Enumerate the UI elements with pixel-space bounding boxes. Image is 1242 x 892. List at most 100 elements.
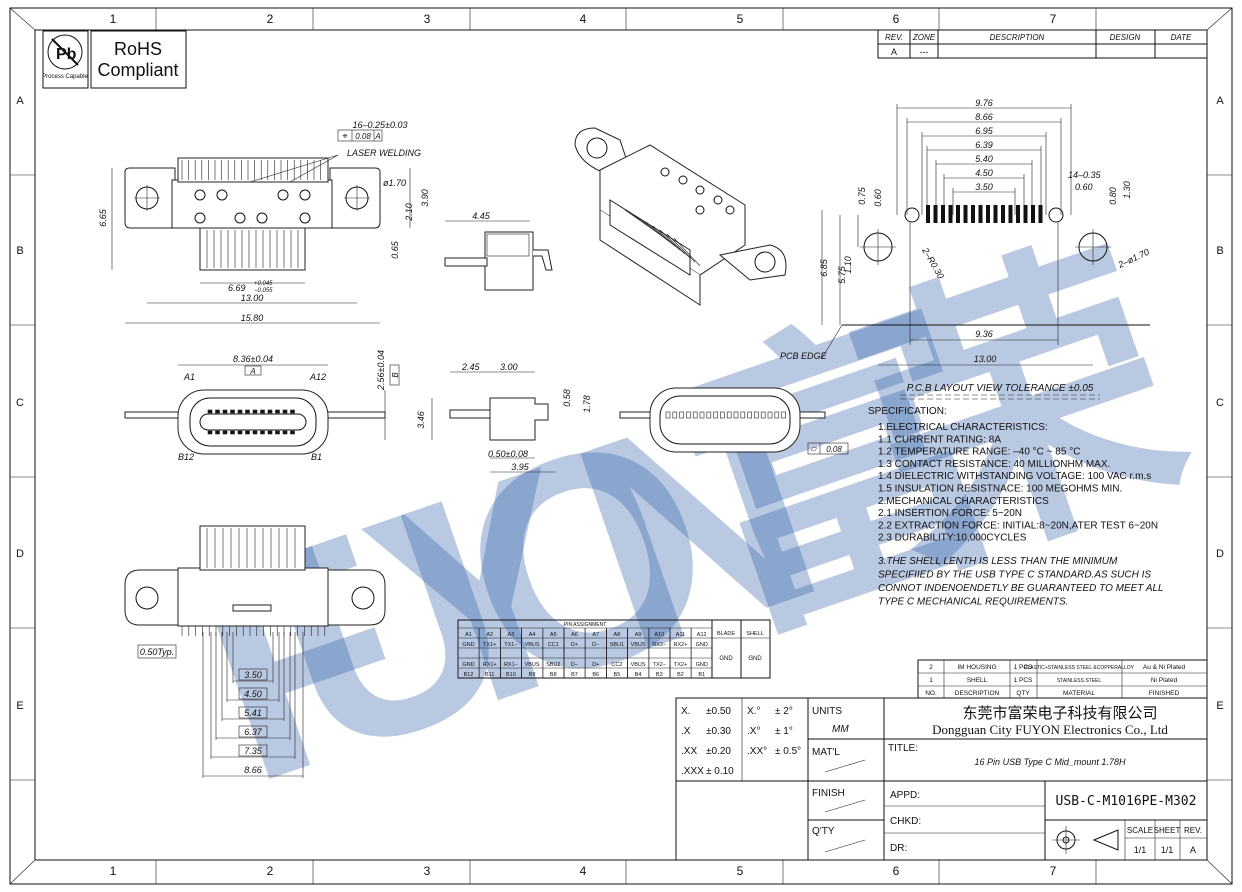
contact-top	[275, 409, 280, 414]
tolerance-cell: ±0.50	[706, 706, 731, 717]
pin-cell: CC2	[611, 662, 622, 668]
tolerance-cell: .XXX	[681, 766, 704, 777]
shell-value: GND	[748, 656, 762, 662]
pin-cell: B11	[485, 672, 494, 678]
contact-bottom	[267, 430, 273, 435]
pcb-pad	[986, 205, 990, 223]
rear-contact	[672, 411, 678, 419]
dim-6-85: 6.85	[819, 258, 829, 277]
dim-13-00: 13.00	[241, 293, 264, 303]
pin-cell: B9	[529, 672, 536, 678]
dim-0-60: 0.60	[1075, 182, 1093, 192]
profile-view: 2.45 3.00 3.46 0.58 1.78 0.50±0.08 3.95	[416, 362, 592, 473]
rear-view: ⏥ 0.08	[619, 387, 849, 455]
rear-contact	[754, 411, 759, 419]
dim-3-90: 3.90	[420, 189, 430, 207]
front-view: 8.36±0.04 A 2.56±0.04 B A1 A12 B12 B1	[124, 350, 400, 462]
bottom-dim-4: 7.35	[244, 746, 263, 756]
contact-top	[230, 409, 235, 414]
pitch-typ-label: 0.50Typ.	[140, 647, 174, 657]
pin-cell: VBUS	[525, 642, 540, 648]
pcb-pad	[1023, 205, 1028, 223]
contact-bottom	[260, 430, 265, 435]
laser-welding-label: LASER WELDING	[347, 148, 421, 158]
spec-note-line: SPECIFIIED BY THE USB TYPE C STANDARD.AS…	[878, 570, 1151, 581]
rear-contact	[665, 411, 671, 419]
hole-diameter: ø1.70	[383, 178, 406, 188]
spec-line: 2.3 DURABILITY:10,000CYCLES	[878, 533, 1027, 544]
spec-note-line: CONNOT INDENOENDETLY BE GUARANTEED TO ME…	[878, 583, 1164, 594]
pin-cell: RX1+	[483, 662, 497, 668]
contact-top	[237, 409, 243, 414]
pcb-pad	[933, 205, 938, 223]
bom-cell: Au & Ni Plated	[1143, 664, 1186, 671]
zone-value: ---	[920, 47, 929, 57]
description-header: DESCRIPTION	[990, 33, 1045, 42]
pcb-pad	[941, 205, 945, 223]
pcb-width-3: 6.39	[975, 140, 993, 150]
pin-cell: D−	[592, 642, 599, 648]
blade-value: GND	[719, 656, 733, 662]
units-value: MM	[832, 724, 849, 735]
contact-top	[252, 409, 258, 414]
pin-cell: VBUS	[631, 662, 646, 668]
row-label-right: E	[1216, 700, 1223, 712]
dim-15-80: 15.80	[241, 313, 264, 323]
dim-4-45: 4.45	[472, 211, 491, 221]
rear-contact	[713, 411, 718, 419]
pin-b1-label: B1	[311, 452, 322, 462]
contact-bottom	[237, 430, 243, 435]
pin-cell: A7	[592, 632, 599, 638]
col-label-bottom: 1	[110, 864, 117, 878]
tolerance-cell: .X°	[747, 726, 760, 737]
company-name-en: Dongguan City FUYON Electronics Co., Ltd	[932, 722, 1168, 737]
rear-contact	[740, 411, 746, 419]
dim-1-10: 1.10	[843, 256, 853, 274]
pin-cell: A12	[697, 632, 707, 638]
dim-6-65: 6.65	[98, 208, 108, 227]
row-label-right: C	[1216, 397, 1224, 409]
tolerance-cell: ±0.30	[706, 726, 731, 737]
tolerance-cell: ±0.20	[706, 746, 731, 757]
contact-bottom	[290, 430, 295, 435]
pcb-pad	[1038, 205, 1043, 223]
inner-border	[34, 29, 1208, 861]
iso-pin-line	[673, 237, 701, 267]
contact-top	[207, 409, 213, 414]
col-label-top: 6	[893, 12, 900, 26]
pin-cell: B10	[506, 672, 516, 678]
rear-contact	[692, 411, 698, 419]
contact-bottom	[222, 430, 228, 435]
pitch-label: 14–0.35	[1068, 170, 1102, 180]
date-header: DATE	[1171, 33, 1192, 42]
row-label-left: E	[16, 700, 23, 712]
row-label-left: C	[16, 397, 24, 409]
rear-contact	[760, 411, 766, 419]
pcb-width-6: 3.50	[975, 182, 993, 192]
specification: SPECIFICATION: 1.ELECTRICAL CHARACTERIST…	[868, 406, 1164, 608]
pb-caption: Process Capable	[42, 74, 88, 80]
pin-cell: SBU2	[546, 662, 560, 668]
row-label-left: D	[16, 548, 24, 560]
pin-cell: B8	[550, 672, 557, 678]
contact-bottom	[215, 430, 220, 435]
dim-13-00-pcb: 13.00	[974, 354, 997, 364]
pcb-pad	[956, 205, 960, 223]
pin-cell: A11	[676, 632, 685, 638]
row-label-right: A	[1216, 95, 1224, 107]
part-number: USB-C-M1016PE-M302	[1056, 794, 1197, 809]
rev-value-block: A	[1190, 845, 1196, 855]
bom-cell: 1 PCS	[1014, 677, 1033, 684]
pin-a12-label: A12	[309, 372, 326, 382]
finish-label: FINISH	[812, 788, 845, 799]
pin-cell: A6	[571, 632, 578, 638]
bottom-dim-box	[238, 668, 268, 681]
pin-cell: B6	[592, 672, 599, 678]
rear-contact	[706, 411, 712, 419]
rear-contact	[767, 411, 773, 419]
bom-header: MATERIAL	[1063, 690, 1095, 697]
col-label-top: 4	[580, 12, 587, 26]
dim-0-60-v: 0.60	[873, 189, 883, 207]
